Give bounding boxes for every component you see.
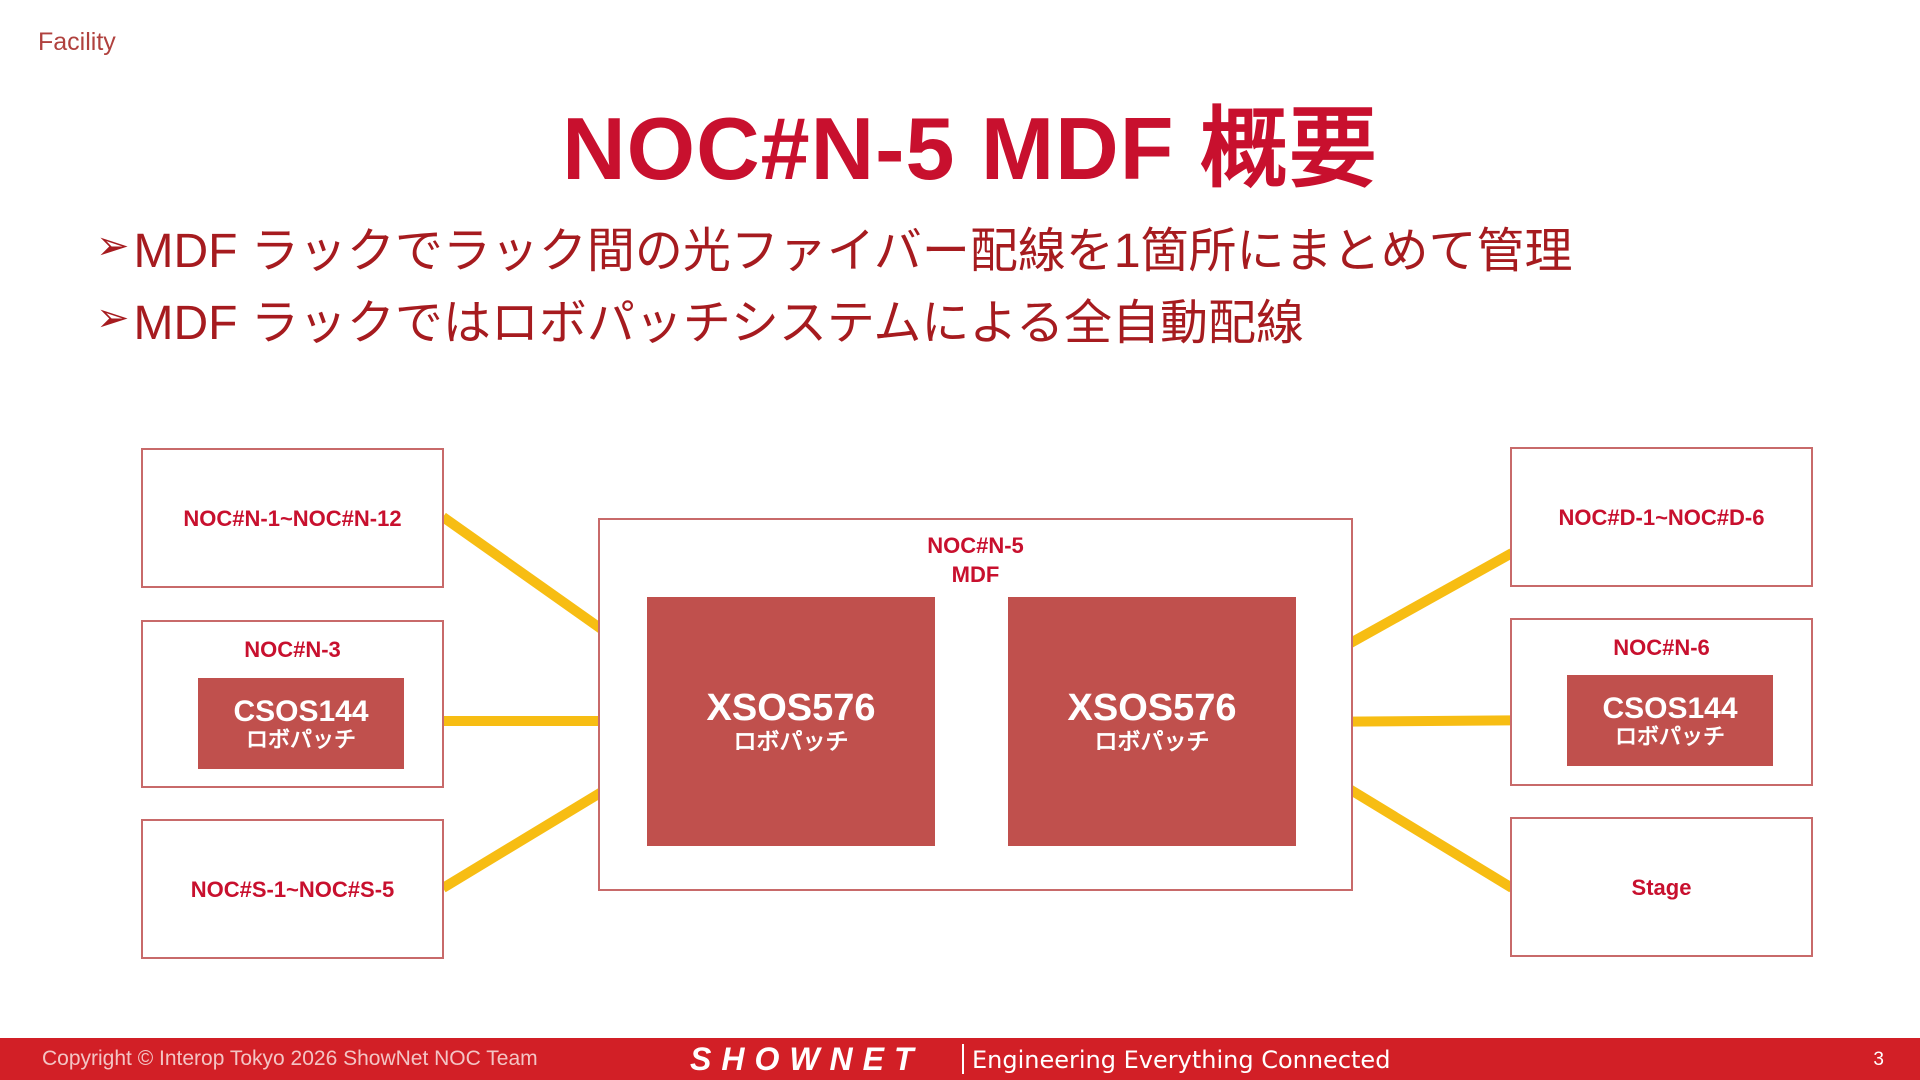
node-label: NOC#N-1~NOC#N-12 — [183, 506, 402, 531]
device-kind: ロボパッチ — [245, 726, 356, 752]
bullet-text: MDF ラックではロボパッチシステムによる全自動配線 — [133, 297, 1304, 350]
node-label: NOC#S-1~NOC#S-5 — [190, 877, 395, 902]
arrow-bullet-icon: ➢ — [96, 296, 130, 340]
bullet-item: ➢ MDF ラックでラック間の光ファイバー配線を1箇所にまとめて管理 — [96, 210, 1573, 282]
node-noc-n1-n12: NOC#N-1~NOC#N-12 — [141, 448, 444, 588]
device-model: CSOS144 — [233, 695, 369, 729]
xsos576-device-right: XSOS576 ロボパッチ — [1008, 597, 1296, 846]
node-noc-s1-s5: NOC#S-1~NOC#S-5 — [141, 819, 444, 959]
bullet-list: ➢ MDF ラックでラック間の光ファイバー配線を1箇所にまとめて管理 ➢ MDF… — [96, 210, 1573, 354]
node-label: NOC#D-1~NOC#D-6 — [1558, 505, 1765, 530]
page-number: 3 — [1873, 1049, 1884, 1070]
footer-bar: Copyright © Interop Tokyo 2026 ShowNet N… — [0, 1038, 1920, 1080]
bullet-text: MDF ラックでラック間の光ファイバー配線を1箇所にまとめて管理 — [133, 225, 1573, 278]
csos144-device: CSOS144 ロボパッチ — [198, 678, 404, 769]
logo-divider — [962, 1044, 964, 1074]
xsos576-device-left: XSOS576 ロボパッチ — [647, 597, 935, 846]
device-model: CSOS144 — [1602, 692, 1738, 726]
node-stage: Stage — [1510, 817, 1813, 957]
section-label: Facility — [38, 28, 116, 56]
node-noc-n6: NOC#N-6 CSOS144 ロボパッチ — [1510, 618, 1813, 786]
node-label: NOC#N-3 — [244, 637, 341, 662]
shownet-logo: SHOWNET — [690, 1041, 924, 1077]
arrow-bullet-icon: ➢ — [96, 224, 130, 268]
node-label: MDF — [951, 562, 1000, 587]
device-model: XSOS576 — [706, 687, 876, 730]
device-kind: ロボパッチ — [1094, 728, 1210, 755]
node-noc-n3: NOC#N-3 CSOS144 ロボパッチ — [141, 620, 444, 788]
copyright-text: Copyright © Interop Tokyo 2026 ShowNet N… — [42, 1047, 538, 1070]
node-noc-d1-d6: NOC#D-1~NOC#D-6 — [1510, 447, 1813, 587]
bullet-item: ➢ MDF ラックではロボパッチシステムによる全自動配線 — [96, 282, 1573, 354]
device-kind: ロボパッチ — [1614, 723, 1725, 749]
node-label: NOC#N-5 — [927, 533, 1024, 558]
device-model: XSOS576 — [1067, 687, 1237, 730]
page-title: NOC#N-5 MDF 概要 — [562, 99, 1378, 198]
node-label: NOC#N-6 — [1613, 635, 1710, 660]
node-label: Stage — [1631, 875, 1692, 900]
tagline-text: Engineering Everything Connected — [972, 1046, 1391, 1074]
csos144-device: CSOS144 ロボパッチ — [1567, 675, 1773, 766]
device-kind: ロボパッチ — [733, 728, 849, 755]
